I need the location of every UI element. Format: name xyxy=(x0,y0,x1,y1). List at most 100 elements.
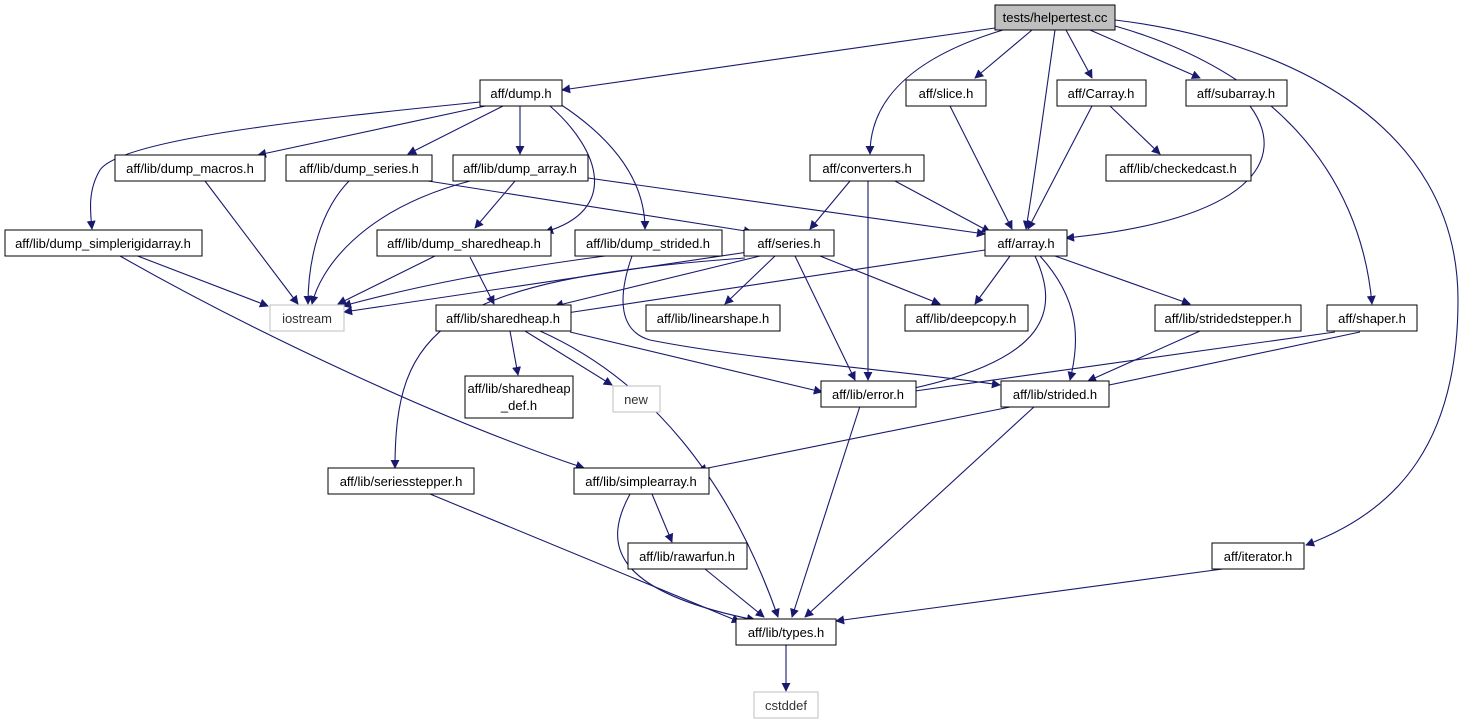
node-dump-label: aff/dump.h xyxy=(490,86,551,101)
node-dump_strided[interactable]: aff/lib/dump_strided.h xyxy=(574,229,723,257)
node-new-label: new xyxy=(624,392,648,407)
node-simplearray[interactable]: aff/lib/simplearray.h xyxy=(573,467,710,495)
edge-dump-dump_sharedheap xyxy=(544,105,596,235)
edge-root-converters xyxy=(865,29,1004,155)
edge-dump-dump_strided xyxy=(559,103,650,230)
node-converters[interactable]: aff/converters.h xyxy=(809,154,925,182)
node-rawarfun-label: aff/lib/rawarfun.h xyxy=(639,549,735,564)
node-error[interactable]: aff/lib/error.h xyxy=(820,380,917,408)
edge-dump_strided-strided xyxy=(622,255,1001,389)
edge-series-deepcopy xyxy=(819,255,941,306)
edge-array-sharedheap xyxy=(559,249,986,318)
edge-array-stridedstepper xyxy=(1054,255,1191,306)
edge-shaper-error xyxy=(907,331,1336,396)
node-dump_simplerigid[interactable]: aff/lib/dump_simplerigidarray.h xyxy=(4,229,203,257)
node-shaper[interactable]: aff/shaper.h xyxy=(1326,304,1418,332)
node-stridedstepper-label: aff/lib/stridedstepper.h xyxy=(1165,311,1292,326)
edge-dump_sharedheap-sharedheap xyxy=(469,256,495,305)
node-series[interactable]: aff/series.h xyxy=(743,229,835,257)
edge-series-sharedheap xyxy=(554,255,761,309)
node-rawarfun[interactable]: aff/lib/rawarfun.h xyxy=(627,542,748,570)
edge-rawarfun-types xyxy=(704,568,765,618)
node-checkedcast[interactable]: aff/lib/checkedcast.h xyxy=(1105,154,1252,182)
edge-carray-array xyxy=(1027,105,1093,230)
edge-simplearray-types xyxy=(617,493,756,623)
edge-array-error xyxy=(904,255,1047,393)
node-types-label: aff/lib/types.h xyxy=(748,625,824,640)
node-strided-label: aff/lib/strided.h xyxy=(1013,387,1097,402)
node-carray[interactable]: aff/Carray.h xyxy=(1056,79,1147,107)
edge-dump_series-series xyxy=(427,180,753,236)
edge-series-iostream xyxy=(343,251,749,316)
node-dump_simplerigid-label: aff/lib/dump_simplerigidarray.h xyxy=(15,236,191,251)
node-deepcopy[interactable]: aff/lib/deepcopy.h xyxy=(904,304,1029,332)
node-converters-label: aff/converters.h xyxy=(822,161,911,176)
node-dump_sharedheap-label: aff/lib/dump_sharedheap.h xyxy=(387,236,541,251)
node-linearshape[interactable]: aff/lib/linearshape.h xyxy=(645,304,781,332)
edge-dump_array-array xyxy=(587,177,986,238)
node-slice[interactable]: aff/slice.h xyxy=(905,79,987,107)
node-seriesstepper-label: aff/lib/seriesstepper.h xyxy=(340,474,463,489)
node-sharedheap_def-label-line2: _def.h xyxy=(500,398,537,413)
edge-error-types xyxy=(790,405,861,618)
edge-root-dump xyxy=(561,27,996,94)
edge-root-slice xyxy=(974,29,1033,79)
edge-root-subarray xyxy=(1089,29,1201,79)
node-sharedheap[interactable]: aff/lib/sharedheap.h xyxy=(435,304,572,332)
node-series-label: aff/series.h xyxy=(757,236,820,251)
node-root[interactable]: tests/helpertest.cc xyxy=(994,4,1116,31)
edge-stridedstepper-strided xyxy=(1087,330,1201,382)
edge-seriesstepper-types xyxy=(429,493,741,624)
node-dump_series-label: aff/lib/dump_series.h xyxy=(299,161,419,176)
edge-sharedheap-new xyxy=(524,330,613,386)
edge-carray-checkedcast xyxy=(1109,105,1161,155)
edge-dump_simplerigid-simplearray xyxy=(119,255,585,470)
node-types[interactable]: aff/lib/types.h xyxy=(735,618,837,646)
node-cstddef-label: cstddef xyxy=(765,698,807,713)
node-cstddef[interactable]: cstddef xyxy=(753,691,819,719)
node-root-label: tests/helpertest.cc xyxy=(1003,10,1108,25)
node-iterator[interactable]: aff/iterator.h xyxy=(1211,542,1305,570)
node-iostream-label: iostream xyxy=(282,311,332,326)
node-iostream[interactable]: iostream xyxy=(269,304,345,332)
node-dump_macros[interactable]: aff/lib/dump_macros.h xyxy=(114,154,266,182)
edge-dump_series-iostream xyxy=(303,179,351,305)
node-dump_sharedheap[interactable]: aff/lib/dump_sharedheap.h xyxy=(376,229,552,257)
node-strided[interactable]: aff/lib/strided.h xyxy=(1000,380,1110,408)
edge-shaper-strided xyxy=(1094,331,1361,391)
node-array[interactable]: aff/array.h xyxy=(984,229,1068,257)
node-carray-label: aff/Carray.h xyxy=(1068,86,1135,101)
node-linearshape-label: aff/lib/linearshape.h xyxy=(657,311,770,326)
edge-sharedheap-error xyxy=(569,331,823,395)
node-shaper-label: aff/shaper.h xyxy=(1338,311,1406,326)
edge-array-strided xyxy=(1039,255,1077,381)
edge-converters-array xyxy=(894,180,991,233)
node-iterator-label: aff/iterator.h xyxy=(1224,549,1292,564)
node-stridedstepper[interactable]: aff/lib/stridedstepper.h xyxy=(1154,304,1302,332)
node-sharedheap-label: aff/lib/sharedheap.h xyxy=(446,311,560,326)
edge-strided-simplearray xyxy=(697,405,1016,473)
node-error-label: aff/lib/error.h xyxy=(832,387,904,402)
node-sharedheap_def[interactable]: aff/lib/sharedheap _def.h xyxy=(464,375,574,419)
edge-dump_sharedheap-iostream xyxy=(337,255,436,305)
edge-dump-dump_simplerigid xyxy=(86,101,481,230)
node-dump_series[interactable]: aff/lib/dump_series.h xyxy=(285,154,433,182)
node-dump_array[interactable]: aff/lib/dump_array.h xyxy=(452,154,589,182)
edge-dump_strided-iostream xyxy=(342,255,606,309)
edge-dump_array-iostream xyxy=(309,180,471,305)
edge-dump_simplerigid-iostream xyxy=(134,254,269,308)
node-slice-label: aff/slice.h xyxy=(919,86,974,101)
node-dump[interactable]: aff/dump.h xyxy=(479,79,563,107)
edge-sharedheap-types xyxy=(539,330,780,618)
node-checkedcast-label: aff/lib/checkedcast.h xyxy=(1119,161,1237,176)
node-new[interactable]: new xyxy=(612,385,661,413)
node-subarray[interactable]: aff/subarray.h xyxy=(1185,79,1288,107)
node-dump_strided-label: aff/lib/dump_strided.h xyxy=(586,236,710,251)
node-dump_macros-label: aff/lib/dump_macros.h xyxy=(126,161,254,176)
edge-slice-array xyxy=(949,105,1013,230)
node-seriesstepper[interactable]: aff/lib/seriesstepper.h xyxy=(327,467,475,495)
edge-series-seriesstepper xyxy=(390,257,746,469)
edge-strided-types xyxy=(804,405,1036,618)
edge-dump-dump_series xyxy=(407,104,506,155)
